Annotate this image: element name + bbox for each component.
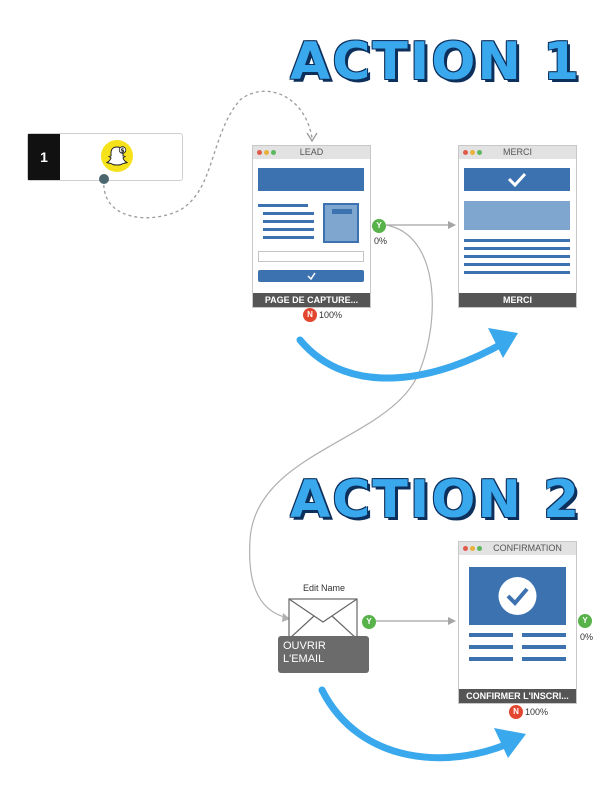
action2-arrow [318, 686, 516, 762]
confirmation-yes-badge[interactable]: Y [578, 614, 592, 628]
lead-page-node[interactable]: LEAD PAGE DE CAPTURE... [252, 145, 371, 308]
lead-no-percent: 100% [319, 310, 343, 320]
lead-to-email-connector [249, 224, 433, 619]
confirmation-page-titlebar: CONFIRMATION [459, 542, 576, 555]
confirmation-page-footer: CONFIRMER L'INSCRI... [459, 689, 576, 703]
checkmark-icon [507, 172, 527, 188]
lead-header-block [258, 168, 364, 191]
email-yes-badge[interactable]: Y [362, 615, 376, 629]
lead-yes-percent: 0% [374, 236, 388, 246]
action2-heading: ACTION 2 [290, 470, 582, 530]
merci-page-footer: MERCI [459, 293, 576, 307]
confirmation-no-badge[interactable]: N [509, 705, 523, 719]
merci-page-tab: MERCI [503, 147, 532, 157]
email-edit-name[interactable]: Edit Name [303, 583, 346, 593]
lead-submit-block [258, 270, 364, 282]
merci-image-block [464, 201, 570, 230]
merci-page-titlebar: MERCI [459, 146, 576, 159]
source-output-handle[interactable] [99, 174, 109, 184]
confirmation-yes-percent: 0% [580, 632, 594, 642]
merci-page-node[interactable]: MERCI MERCI [458, 145, 577, 308]
action1-arrow [296, 336, 509, 382]
lead-text-lines [258, 203, 314, 245]
snapchat-icon: $ [101, 140, 133, 172]
email-to-confirmation-arrowhead [448, 617, 456, 625]
lead-input-field [258, 251, 364, 262]
check-circle-icon [498, 577, 537, 615]
lead-page-footer: PAGE DE CAPTURE... [253, 293, 370, 307]
lead-yes-badge[interactable]: Y [372, 219, 386, 233]
lead-no-badge[interactable]: N [303, 308, 317, 322]
svg-text:$: $ [120, 147, 124, 154]
email-node-label: OUVRIR L'EMAIL [278, 636, 369, 673]
confirmation-page-node[interactable]: CONFIRMATION CONFIRMER L'INSCRI... [458, 541, 577, 704]
source-to-lead-arrowhead [306, 132, 318, 143]
confirmation-header-block [469, 567, 566, 625]
lead-page-titlebar: LEAD [253, 146, 370, 159]
source-number: 1 [28, 134, 60, 180]
lead-page-tab: LEAD [299, 147, 324, 157]
action2-arrowhead [494, 728, 526, 758]
confirmation-page-tab: CONFIRMATION [493, 543, 562, 553]
lead-to-email-arrowhead [282, 613, 290, 622]
lead-to-merci-arrowhead [448, 221, 456, 229]
confirmation-text-lines [469, 633, 566, 665]
action1-heading: ACTION 1 [290, 32, 582, 92]
source-to-lead-connector [103, 90, 313, 219]
merci-header-block [464, 168, 570, 191]
action1-arrowhead [488, 328, 518, 358]
merci-text-lines [464, 239, 570, 284]
lead-image-block [323, 203, 359, 243]
confirmation-no-percent: 100% [525, 707, 549, 717]
envelope-icon[interactable] [288, 598, 358, 640]
